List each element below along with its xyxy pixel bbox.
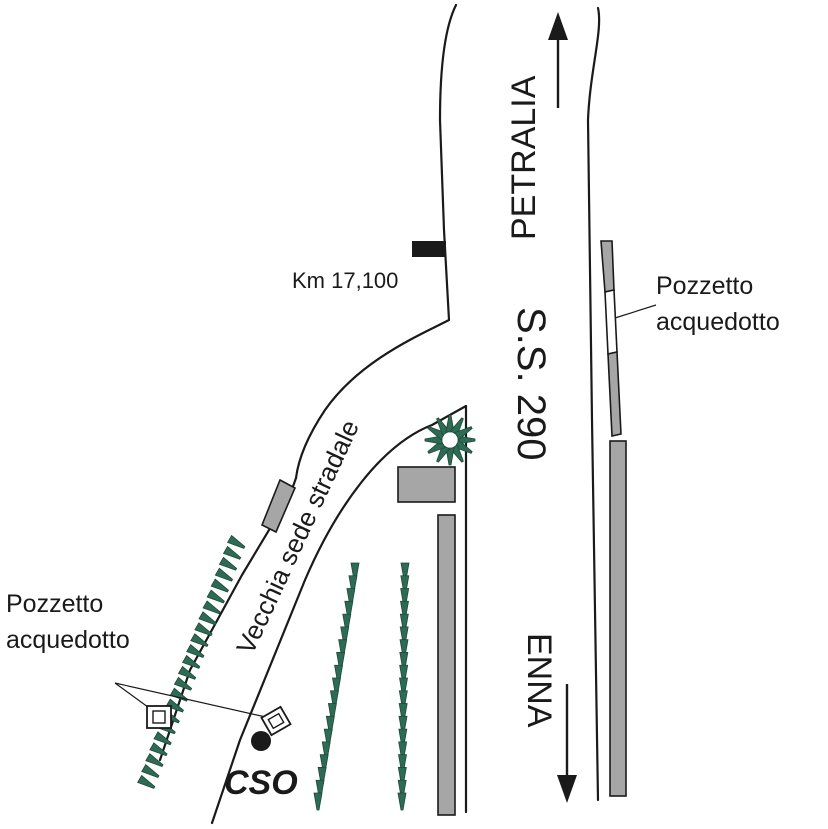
vegetation-tooth — [313, 792, 323, 811]
manhole-right-label-line2: acquedotto — [656, 308, 780, 336]
ss290-east-edge — [586, 6, 601, 802]
manhole-left-leader — [114, 682, 271, 719]
east-wall-lower — [609, 440, 627, 797]
filled-circle-icon — [251, 731, 271, 751]
vegetation-tooth — [137, 775, 157, 792]
manhole-icon — [146, 705, 172, 729]
manhole-icon — [260, 705, 292, 737]
manhole-right-label-line1: Pozzetto — [656, 272, 753, 300]
manhole-left-label-line1: Pozzetto — [6, 590, 103, 618]
arrow-up-icon — [548, 12, 568, 108]
island-block — [397, 466, 456, 503]
ss290-west-edge — [294, 3, 458, 480]
vegetation-row-middle — [313, 562, 360, 811]
manhole-right-leader — [614, 304, 657, 319]
km-marker — [412, 241, 446, 257]
km-marker-label: Km 17,100 — [292, 268, 398, 293]
east-wall-middle — [607, 351, 622, 437]
old-road-wall — [260, 478, 297, 534]
manhole-left-label-line2: acquedotto — [6, 626, 130, 654]
vegetation-tooth — [397, 792, 407, 811]
enna-label: ENNA — [520, 633, 558, 728]
island-wall — [437, 514, 456, 816]
vegetation-row-east — [397, 562, 410, 811]
cso-label: CSO — [224, 764, 298, 802]
arrow-down-icon — [557, 684, 577, 803]
tree-icon — [424, 414, 476, 466]
road-name-label: S.S. 290 — [509, 307, 553, 460]
east-pozzetto-gap — [604, 289, 618, 355]
old-road-south-edge — [210, 404, 468, 825]
vegetation-row-west — [137, 535, 247, 792]
petralia-label: PETRALIA — [505, 75, 543, 240]
east-wall-upper — [600, 240, 615, 293]
